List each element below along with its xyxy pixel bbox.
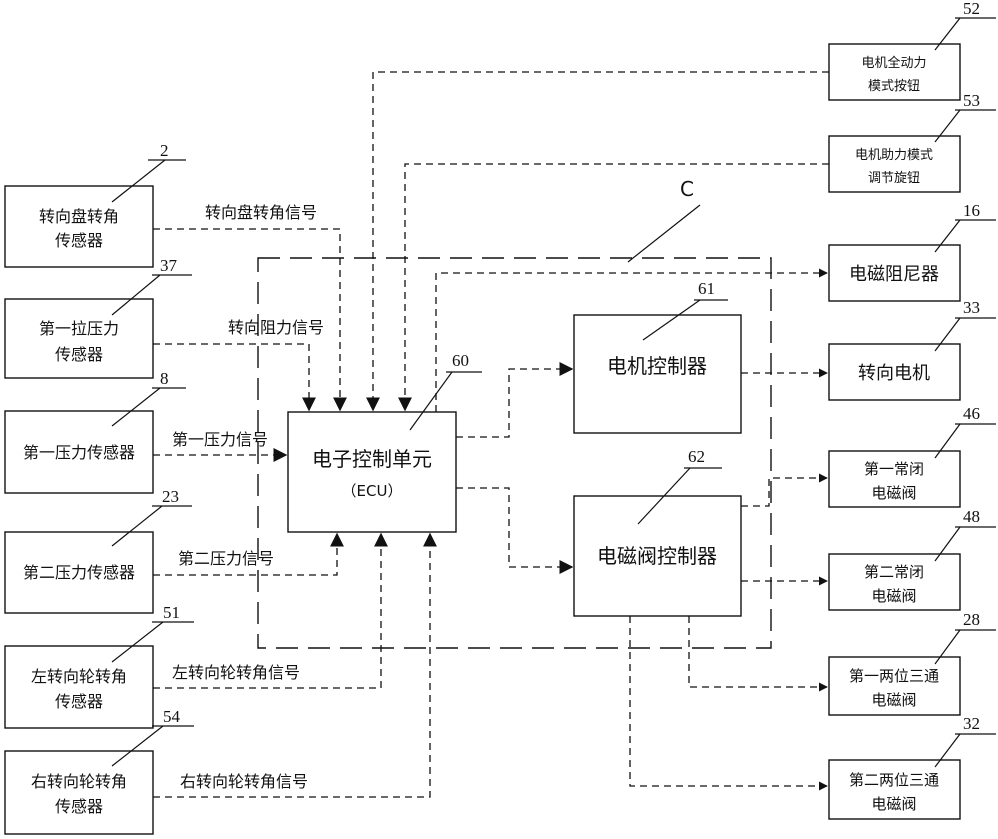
steering-wheel-sensor: 转向盘转角 传感器 2	[4, 141, 186, 268]
two-position-three-way-valve-1: 第一两位三通 电磁阀 28	[828, 610, 996, 716]
steering-wheel-sensor-label-2: 传感器	[55, 231, 103, 250]
first-pressure-sensor-label: 第一压力传感器	[23, 443, 135, 462]
steering-angle-signal-line	[153, 228, 347, 412]
steering-resistance-signal-line	[153, 343, 316, 412]
left-wheel-sensor-label-1: 左转向轮转角	[31, 667, 127, 686]
nc-valve-2-label-2: 电磁阀	[871, 587, 916, 605]
three-way-1-label-2: 电磁阀	[871, 691, 916, 709]
damper-label: 电磁阻尼器	[849, 264, 939, 285]
right-wheel-signal-line	[153, 532, 437, 798]
valve-controller-block: 电磁阀控制器 62	[573, 447, 742, 617]
three-way-1-label-1: 第一两位三通	[849, 667, 939, 685]
signal-label-right-wheel: 右转向轮转角信号	[180, 772, 308, 791]
ref-2: 2	[160, 141, 169, 160]
valve-to-nc1-line	[741, 473, 828, 507]
region-c-label: C	[680, 177, 694, 201]
three-way-2-label-2: 电磁阀	[871, 795, 916, 813]
left-wheel-signal-line	[153, 532, 388, 689]
full-power-mode-button: 电机全动力 模式按钮 52	[828, 0, 996, 101]
ref-62: 62	[688, 447, 705, 466]
ref-53: 53	[963, 91, 980, 110]
steering-motor: 转向电机 33	[828, 298, 996, 401]
normally-closed-valve-1: 第一常闭 电磁阀 46	[828, 404, 996, 508]
ref-54: 54	[163, 707, 181, 726]
full-power-button-line	[366, 71, 829, 412]
right-wheel-sensor-label-2: 传感器	[55, 797, 103, 816]
signal-label-left-wheel: 左转向轮转角信号	[172, 663, 300, 682]
ref-51: 51	[163, 603, 180, 622]
first-pull-pressure-sensor-label-1: 第一拉压力	[39, 319, 119, 338]
valve-to-three-way-1-line	[688, 616, 828, 692]
motor-controller-label: 电机控制器	[607, 354, 707, 378]
ref-46: 46	[963, 404, 980, 423]
assist-knob-label-2: 调节旋钮	[868, 171, 920, 186]
ref-61: 61	[698, 279, 715, 298]
nc-valve-1-label-1: 第一常闭	[864, 460, 924, 478]
ecu-to-motor-controller-line	[456, 362, 574, 438]
ref-16: 16	[963, 201, 980, 220]
region-c-boundary	[257, 257, 772, 649]
assist-knob-line	[398, 163, 829, 412]
ecu-label-1: 电子控制单元	[312, 447, 432, 471]
full-power-label-1: 电机全动力	[861, 55, 926, 71]
first-pull-pressure-sensor: 第一拉压力 传感器 37	[4, 256, 192, 379]
nc-valve-2-label-1: 第二常闭	[864, 563, 924, 581]
first-pull-pressure-sensor-label-2: 传感器	[55, 345, 103, 364]
valve-controller-label: 电磁阀控制器	[597, 544, 717, 568]
signal-label-steering-angle: 转向盘转角信号	[205, 203, 317, 222]
ecu-to-valve-controller-line	[456, 487, 574, 574]
right-wheel-angle-sensor: 右转向轮转角 传感器 54	[4, 707, 194, 835]
valve-to-three-way-2-line	[629, 616, 828, 791]
second-pressure-sensor-label: 第二压力传感器	[23, 563, 135, 582]
motor-controller-block: 电机控制器 61	[573, 279, 742, 434]
ecu-block: 电子控制单元 （ECU） 60	[287, 351, 482, 533]
ecu-to-damper-line	[435, 268, 828, 412]
second-pressure-signal-line	[153, 532, 344, 576]
ref-32: 32	[963, 714, 980, 733]
ref-60: 60	[452, 351, 469, 370]
two-position-three-way-valve-2: 第二两位三通 电磁阀 32	[828, 714, 996, 820]
ref-37: 37	[160, 256, 178, 275]
ref-33: 33	[963, 298, 980, 317]
ref-52: 52	[963, 0, 980, 18]
assist-mode-knob: 电机助力模式 调节旋钮 53	[828, 91, 996, 193]
ecu-label-2: （ECU）	[342, 482, 403, 500]
normally-closed-valve-2: 第二常闭 电磁阀 48	[828, 507, 996, 611]
signal-label-first-pressure: 第一压力信号	[172, 430, 268, 449]
nc-valve-1-label-2: 电磁阀	[871, 484, 916, 502]
ref-48: 48	[963, 507, 980, 526]
assist-knob-label-1: 电机助力模式	[855, 148, 933, 163]
signal-label-steering-resistance: 转向阻力信号	[228, 318, 324, 337]
left-wheel-angle-sensor: 左转向轮转角 传感器 51	[4, 603, 194, 729]
ref-28: 28	[963, 610, 980, 629]
three-way-2-label-1: 第二两位三通	[849, 771, 939, 789]
steering-wheel-sensor-label-1: 转向盘转角	[39, 207, 119, 226]
steering-motor-label: 转向电机	[858, 363, 930, 384]
signal-label-second-pressure: 第二压力信号	[178, 549, 274, 568]
full-power-label-2: 模式按钮	[868, 79, 920, 94]
left-wheel-sensor-label-2: 传感器	[55, 692, 103, 711]
electromagnetic-damper: 电磁阻尼器 16	[828, 201, 996, 302]
ref-23: 23	[162, 487, 179, 506]
ref-8: 8	[160, 369, 169, 388]
first-pressure-sensor: 第一压力传感器 8	[4, 369, 186, 494]
second-pressure-sensor: 第二压力传感器 23	[4, 487, 192, 614]
right-wheel-sensor-label-1: 右转向轮转角	[31, 772, 127, 791]
